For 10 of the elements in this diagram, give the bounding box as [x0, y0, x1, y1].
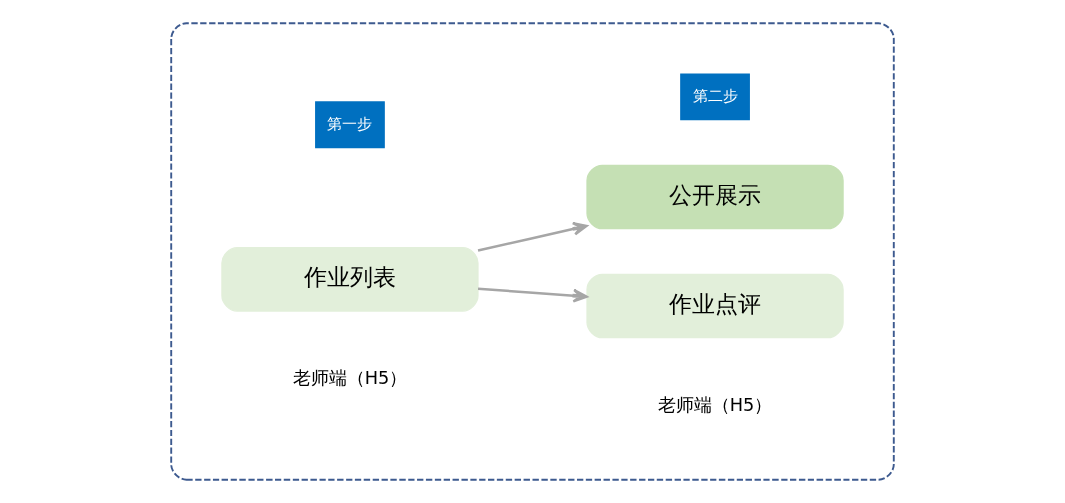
node-box: 作业点评 — [586, 273, 844, 339]
label: 老师端（H5） — [292, 368, 408, 389]
arrow — [477, 221, 588, 252]
node-box: 第二步 — [680, 73, 750, 121]
node-box: 作业列表 — [221, 247, 479, 312]
cluster — [170, 22, 895, 481]
node-box: 第一步 — [315, 101, 385, 149]
arrow — [477, 287, 588, 303]
node-box: 公开展示 — [586, 164, 844, 230]
label: 老师端（H5） — [657, 394, 773, 415]
